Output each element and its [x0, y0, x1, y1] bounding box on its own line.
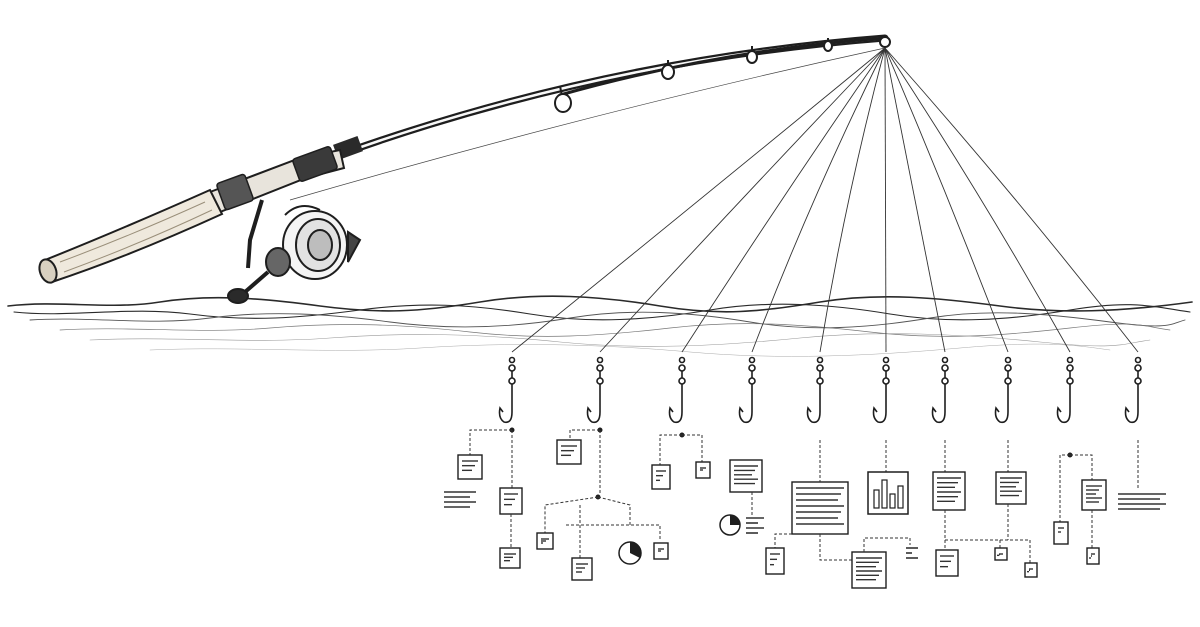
fish-hook [586, 356, 604, 424]
text-lines [906, 547, 918, 559]
text-lines [746, 517, 764, 534]
rod-guides [554, 38, 833, 113]
text-lines [444, 491, 476, 508]
connector [659, 434, 682, 465]
document-icon [1086, 547, 1100, 565]
connector [544, 496, 599, 533]
connector [597, 496, 631, 525]
fish-hook [668, 356, 686, 424]
connector [945, 539, 1031, 563]
fishing-lines [511, 47, 1139, 353]
document-icon [994, 547, 1008, 561]
document-icon [1024, 562, 1038, 578]
main-line [289, 47, 886, 201]
document-icon [932, 471, 966, 511]
document-icon [571, 557, 593, 581]
document-icon [1053, 521, 1069, 545]
fish-hook [1124, 356, 1142, 424]
fish-hook [994, 356, 1012, 424]
document-icon [935, 549, 959, 577]
document-icon [695, 461, 711, 479]
document-icon [729, 459, 763, 493]
fish-hook [931, 356, 949, 424]
document-icon [457, 454, 483, 480]
chart-icon [630, 541, 642, 558]
connector [774, 533, 792, 548]
documents [444, 427, 1166, 589]
document-icon [851, 551, 887, 589]
document-icon [536, 532, 554, 550]
connector [1070, 454, 1093, 480]
connector [569, 429, 600, 440]
spinning-reel [227, 199, 362, 304]
connector [566, 524, 661, 540]
document-icon [995, 471, 1027, 505]
rod-tip-ring [879, 36, 891, 48]
document-icon [765, 547, 785, 575]
connector [469, 429, 512, 455]
document-icon [651, 464, 671, 490]
fish-hook [1056, 356, 1074, 424]
connector [1059, 454, 1070, 522]
connector [682, 434, 703, 462]
document-icon [791, 481, 849, 535]
document-icon [653, 542, 669, 560]
document-icon [556, 439, 582, 465]
chart-icon [730, 515, 740, 525]
document-icon [499, 547, 521, 569]
text-lines [1118, 493, 1166, 510]
fish-hook [806, 356, 824, 424]
document-icon [499, 487, 523, 515]
fish-hook [738, 356, 756, 424]
hooks [498, 356, 1142, 424]
document-icon [1081, 479, 1107, 511]
fish-hook [498, 356, 516, 424]
fishing-rod [38, 34, 891, 284]
water-surface [7, 295, 1193, 357]
connector [819, 534, 852, 561]
chart-icon [867, 471, 909, 515]
fish-hook [872, 356, 890, 424]
connector [863, 537, 911, 552]
